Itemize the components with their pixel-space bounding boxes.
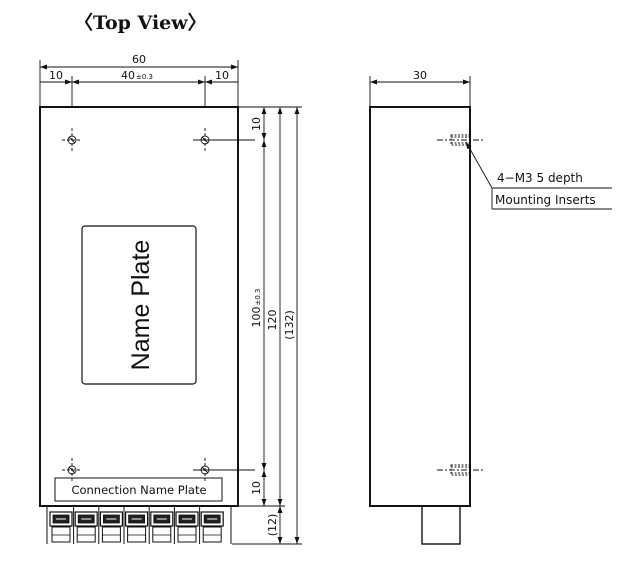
dim-132-label: (132) xyxy=(283,310,296,340)
view-title: 〈Top View〉 xyxy=(74,12,207,34)
side-view xyxy=(369,76,612,545)
mounting-insert-top xyxy=(437,134,484,146)
terminal-block xyxy=(46,506,232,544)
terminal-screw xyxy=(49,507,75,544)
dim-60-label: 60 xyxy=(132,53,146,66)
dimension-width-60 xyxy=(39,60,239,106)
top-view-labels: 60 10 40±0.3 10 Name Plate Connection Na… xyxy=(49,53,296,536)
top-view xyxy=(39,60,302,545)
terminal-screw xyxy=(175,507,201,544)
terminal-screw xyxy=(74,507,100,544)
insert-note-leader xyxy=(465,141,612,210)
dim-100-label: 100±0.3 xyxy=(250,289,263,328)
top-view-body-outline xyxy=(39,106,239,507)
dim-top-10-label: 10 xyxy=(250,117,263,131)
dim-12-label: (12) xyxy=(266,514,279,537)
thread-spec-note: 4−M3 5 depth xyxy=(497,171,583,185)
side-view-body-outline xyxy=(369,106,471,507)
dimension-hole-offsets xyxy=(40,76,238,106)
terminal-screw xyxy=(150,507,175,544)
dim-right-10-label: 10 xyxy=(215,69,229,82)
mounting-inserts-note: Mounting Inserts xyxy=(495,193,596,207)
dim-40-tolerance: ±0.3 xyxy=(136,73,153,81)
dim-100-value: 100 xyxy=(250,307,263,328)
mounting-insert-bottom xyxy=(437,464,484,476)
terminal-screw xyxy=(99,507,125,544)
terminal-screw xyxy=(124,507,150,544)
mounting-hole-top-left xyxy=(62,128,82,152)
connection-name-plate-outline xyxy=(54,477,223,502)
name-plate-label: Name Plate xyxy=(127,240,155,371)
mounting-hole-top-right xyxy=(193,128,255,152)
connection-name-plate-label: Connection Name Plate xyxy=(71,483,206,497)
dim-40-label: 40±0.3 xyxy=(121,69,153,82)
dim-120-label: 120 xyxy=(266,310,279,331)
dimension-depth-30 xyxy=(369,76,471,106)
terminal-screw xyxy=(200,511,224,543)
side-view-connector xyxy=(421,505,461,545)
dim-100-tolerance: ±0.3 xyxy=(254,289,262,306)
name-plate-outline xyxy=(81,225,197,385)
vertical-dimensions xyxy=(232,106,302,545)
dim-bottom-10-label: 10 xyxy=(250,481,263,495)
side-view-labels: 30 4−M3 5 depth Mounting Inserts xyxy=(413,69,596,207)
dim-left-10-label: 10 xyxy=(49,69,63,82)
dim-40-value: 40 xyxy=(121,69,135,82)
dim-30-label: 30 xyxy=(413,69,427,82)
